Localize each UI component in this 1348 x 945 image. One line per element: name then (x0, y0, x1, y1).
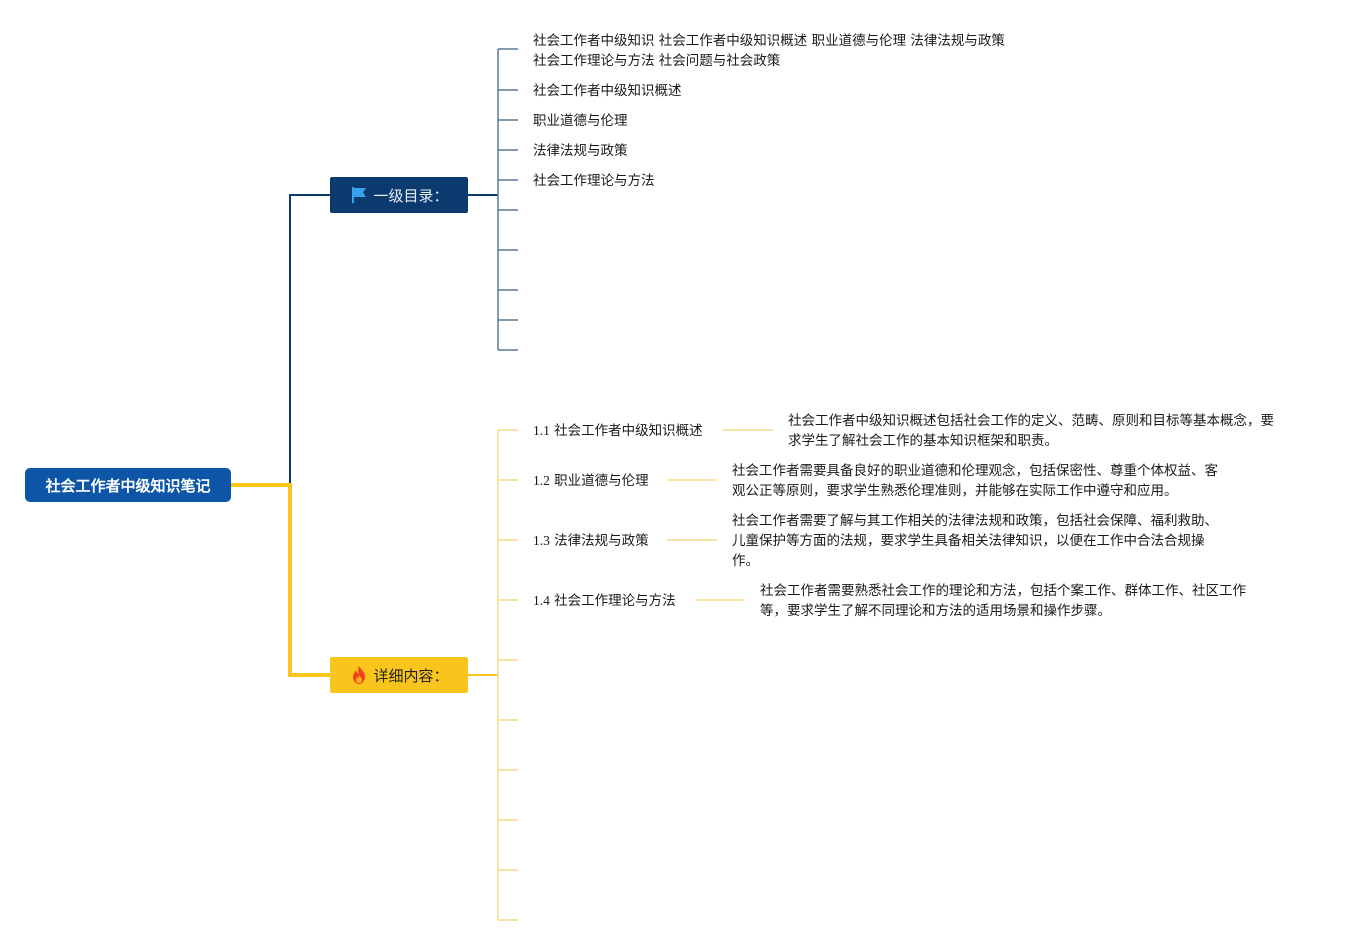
detail-item-label: 社会工作理论与方法 (554, 593, 676, 609)
detail-desc-connectors (667, 429, 773, 601)
root-to-directory-line (231, 194, 330, 486)
root-to-detail-line (231, 483, 330, 677)
directory-item[interactable]: 法律法规与政策 (533, 141, 628, 161)
detail-item-description: 社会工作者中级知识概述包括社会工作的定义、范畴、原则和目标等基本概念，要求学生了… (788, 413, 1274, 449)
root-node[interactable]: 社会工作者中级知识笔记 (25, 468, 231, 502)
detail-item-number: 1.3 (533, 533, 550, 548)
root-title: 社会工作者中级知识笔记 (45, 476, 211, 495)
directory-item[interactable]: 社会工作理论与方法 (533, 171, 655, 191)
directory-branch-node[interactable]: 一级目录： (330, 177, 468, 213)
detail-item-label: 职业道德与伦理 (554, 473, 649, 489)
directory-item-line: 社会工作理论与方法 社会问题与社会政策 (533, 53, 781, 69)
detail-item-label: 社会工作者中级知识概述 (554, 423, 703, 439)
detail-item-description: 社会工作者需要熟悉社会工作的理论和方法，包括个案工作、群体工作、社区工作等，要求… (760, 583, 1246, 619)
directory-item-line: 法律法规与政策 (533, 143, 628, 159)
directory-branch-label: 一级目录： (373, 186, 449, 205)
directory-item-line: 社会工作者中级知识概述 (533, 83, 682, 99)
detail-item-description: 社会工作者需要了解与其工作相关的法律法规和政策，包括社会保障、福利救助、儿童保护… (732, 513, 1218, 569)
detail-item-title[interactable]: 1.2 职业道德与伦理 (533, 471, 649, 491)
detail-item-number: 1.4 (533, 593, 550, 608)
directory-item[interactable]: 社会工作者中级知识 社会工作者中级知识概述 职业道德与伦理 法律法规与政策 社会… (533, 31, 1005, 71)
detail-item-title[interactable]: 1.3 法律法规与政策 (533, 531, 649, 551)
directory-item-line: 社会工作理论与方法 (533, 173, 655, 189)
detail-item-number: 1.1 (533, 423, 550, 438)
detail-item-label: 法律法规与政策 (554, 533, 649, 549)
directory-ticks (498, 48, 518, 351)
directory-item[interactable]: 职业道德与伦理 (533, 111, 628, 131)
directory-item-line: 职业道德与伦理 (533, 113, 628, 129)
detail-item-title[interactable]: 1.4 社会工作理论与方法 (533, 591, 676, 611)
detail-item-number: 1.2 (533, 473, 550, 488)
directory-item[interactable]: 社会工作者中级知识概述 (533, 81, 682, 101)
detail-ticks (498, 429, 518, 921)
detail-branch-node[interactable]: 详细内容： (330, 657, 468, 693)
detail-item-title[interactable]: 1.1 社会工作者中级知识概述 (533, 421, 703, 441)
detail-item-description: 社会工作者需要具备良好的职业道德和伦理观念，包括保密性、尊重个体权益、客观公正等… (732, 463, 1218, 499)
fire-icon (349, 665, 369, 685)
detail-branch-label: 详细内容： (373, 666, 449, 685)
flag-icon (349, 185, 369, 205)
directory-item-line: 社会工作者中级知识 社会工作者中级知识概述 职业道德与伦理 法律法规与政策 (533, 33, 1005, 49)
